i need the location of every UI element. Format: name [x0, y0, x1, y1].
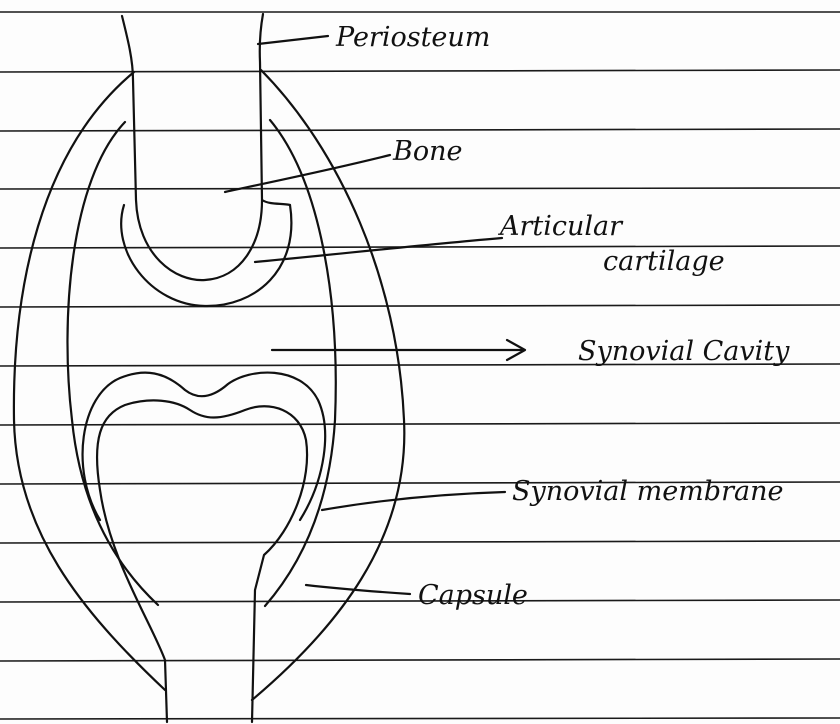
upper-bone-outline	[122, 14, 263, 280]
leader-capsule	[306, 585, 410, 594]
upper-articular-cartilage	[121, 205, 291, 306]
synovial-membrane-right	[265, 120, 336, 606]
synovial-membrane-left	[67, 122, 158, 605]
label-articular: Articular	[497, 211, 624, 242]
capsule-left	[14, 72, 165, 690]
leader-membrane	[322, 492, 505, 510]
label-synovial-membrane: Synovial membrane	[512, 476, 783, 507]
label-periosteum: Periosteum	[335, 22, 490, 53]
lower-bone-outline	[97, 400, 307, 722]
capsule-right	[252, 70, 404, 700]
label-synovial-cavity: Synovial Cavity	[578, 336, 790, 367]
label-bone: Bone	[392, 136, 462, 167]
upper-cartilage-edge	[262, 200, 290, 205]
leader-cartilage	[255, 238, 502, 262]
label-capsule: Capsule	[418, 580, 528, 611]
lower-articular-cartilage	[83, 373, 326, 520]
leader-periosteum	[258, 36, 328, 44]
label-cartilage: cartilage	[603, 246, 725, 277]
